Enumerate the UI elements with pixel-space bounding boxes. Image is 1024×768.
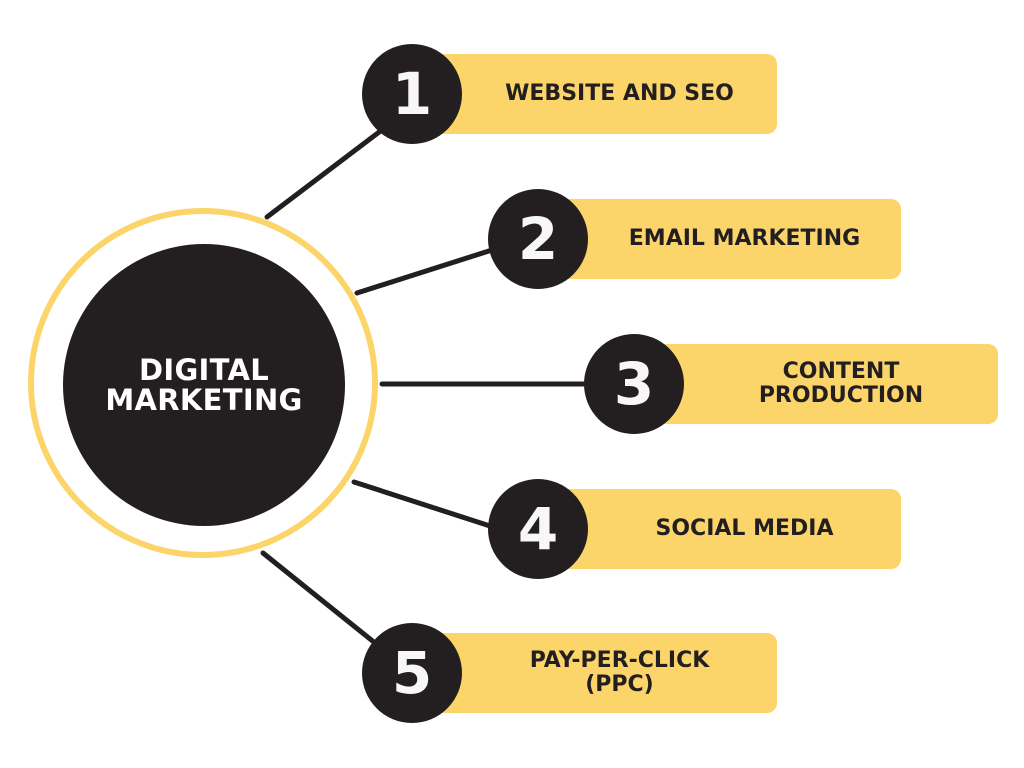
item-2-label: EMAIL MARKETING <box>628 226 861 251</box>
item-5-number-badge: 5 <box>362 623 462 723</box>
item-4-number-badge: 4 <box>488 479 588 579</box>
item-1-number-badge: 1 <box>362 44 462 144</box>
connector-1 <box>264 117 398 220</box>
item-1-number: 1 <box>391 60 433 128</box>
item-2-number-badge: 2 <box>488 189 588 289</box>
item-3-number-badge: 3 <box>584 334 684 434</box>
item-5-number: 5 <box>391 639 433 707</box>
item-2-number: 2 <box>517 205 559 273</box>
item-4-number: 4 <box>517 495 559 563</box>
item-1-label-box: WEBSITE AND SEO <box>412 54 777 134</box>
item-3-number: 3 <box>613 350 655 418</box>
item-3-label-line1: CONTENT <box>782 359 900 384</box>
item-5-label-line2: (PPC) <box>585 672 654 697</box>
hub-circle: DIGITAL MARKETING <box>63 244 345 526</box>
item-5-label-box: PAY-PER-CLICK (PPC) <box>412 633 777 713</box>
item-3-label-box: CONTENT PRODUCTION <box>634 344 998 424</box>
hub-title-line1: DIGITAL <box>138 353 269 387</box>
item-4-label-box: SOCIAL MEDIA <box>538 489 901 569</box>
connector-4 <box>351 479 493 529</box>
connector-2 <box>354 247 495 296</box>
item-5-label-line1: PAY-PER-CLICK <box>529 648 710 673</box>
hub-title-line2: MARKETING <box>105 383 303 417</box>
item-3-label-line2: PRODUCTION <box>758 383 924 408</box>
item-2-label-box: EMAIL MARKETING <box>538 199 901 279</box>
item-1-label: WEBSITE AND SEO <box>505 81 734 106</box>
item-4-label: SOCIAL MEDIA <box>655 516 834 541</box>
connector-5 <box>260 550 393 658</box>
